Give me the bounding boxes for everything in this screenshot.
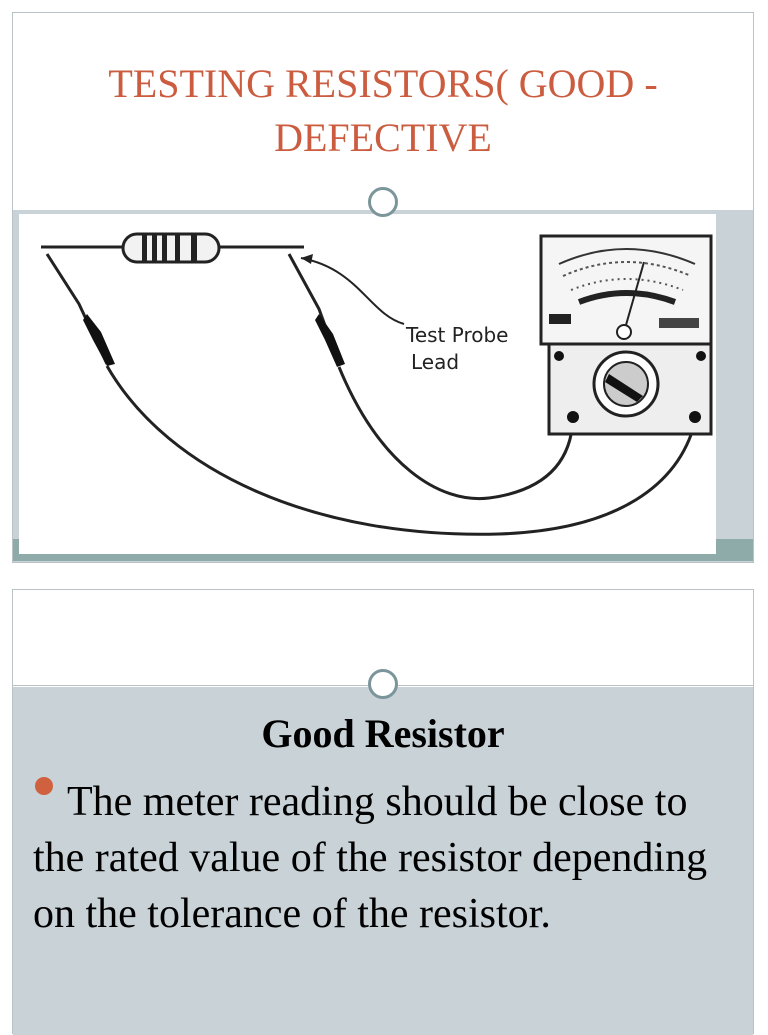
multimeter-icon: [539, 234, 713, 436]
annotation-line-1: Test Probe: [405, 323, 508, 347]
bullet-dot-icon: [35, 777, 53, 795]
left-test-probe: [45, 253, 115, 366]
slide-testing-resistors: TESTING RESISTORS( GOOD -DEFECTIVE: [12, 12, 754, 563]
slide-title: TESTING RESISTORS( GOOD -DEFECTIVE: [108, 60, 658, 160]
content-panel: [13, 687, 753, 1035]
annotation-arrow: [300, 257, 405, 325]
bullet-text: The meter reading should be close to the…: [33, 779, 708, 937]
title-area: TESTING RESISTORS( GOOD -DEFECTIVE: [13, 13, 753, 208]
left-probe-wire: [105, 365, 697, 536]
right-test-probe: [287, 253, 345, 367]
resistor-icon: [121, 232, 221, 264]
bullet-item: The meter reading should be close to the…: [33, 774, 723, 942]
slide-divider-marker: [368, 187, 398, 217]
slide-heading: Good Resistor: [261, 711, 505, 756]
resistor-test-diagram: Test Probe Lead: [19, 214, 716, 554]
slide-divider-marker: [368, 669, 398, 699]
right-probe-wire: [337, 366, 575, 501]
annotation-line-2: Lead: [411, 350, 459, 374]
slide-good-resistor: Good Resistor The meter reading should b…: [12, 589, 754, 1035]
annotation-arrowhead: [301, 254, 313, 264]
